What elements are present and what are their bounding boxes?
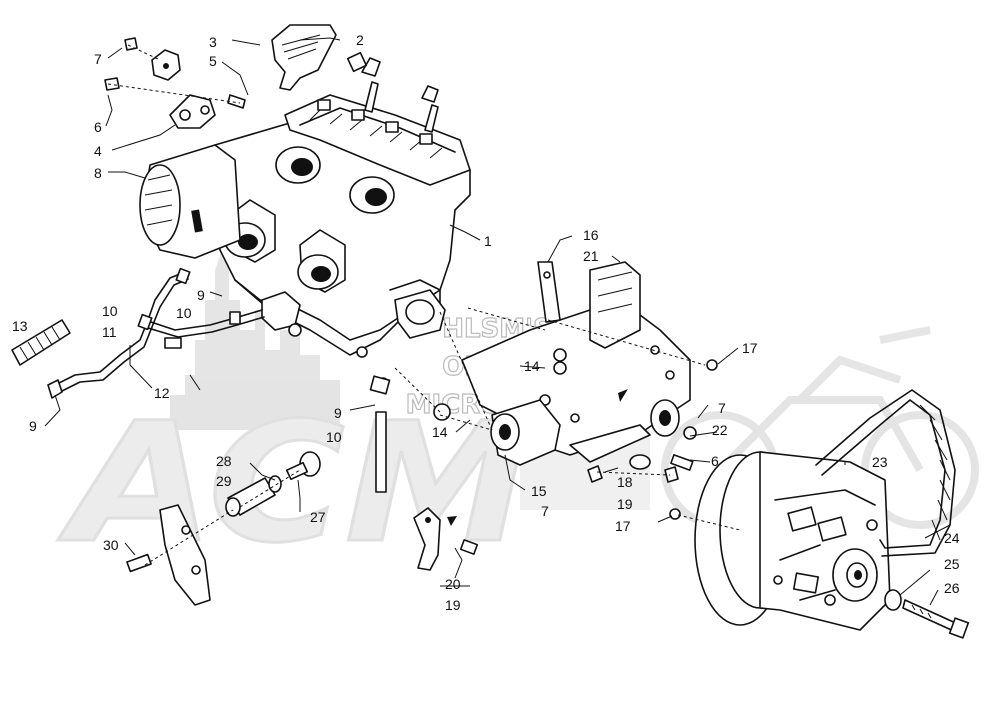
- callout-9-top: 9: [197, 287, 205, 303]
- clutch-washer-25: [884, 589, 902, 611]
- callout-27: 27: [310, 509, 326, 525]
- callout-20: 20: [445, 576, 461, 592]
- leader-lines: [44, 37, 951, 606]
- callout-16: 16: [583, 227, 599, 243]
- callout-9-center: 9: [334, 405, 342, 421]
- mount-plate-30: [126, 504, 211, 606]
- callout-22: 22: [712, 422, 728, 438]
- callout-26: 26: [944, 580, 960, 596]
- bearing-flange-15: [490, 399, 561, 466]
- callouts: 1 2 3 4 5 6 6 7 7 7 8 9 9 9 10 10 10 11 …: [12, 32, 960, 613]
- callout-10-mid: 10: [176, 305, 192, 321]
- callout-6-top: 6: [94, 119, 102, 135]
- callout-2: 2: [356, 32, 364, 48]
- mount-stud-10: [369, 375, 391, 493]
- callout-9-left: 9: [29, 418, 37, 434]
- callout-4: 4: [94, 143, 102, 159]
- callout-29: 29: [216, 473, 232, 489]
- drive-clutch-23: [694, 451, 891, 631]
- callout-5: 5: [209, 53, 217, 69]
- callout-19-bottom: 19: [445, 597, 461, 613]
- bearing-flange-22: [650, 399, 680, 437]
- callout-17-bottom: 17: [615, 518, 631, 534]
- mount-arm-18: [569, 424, 694, 471]
- callout-28: 28: [216, 453, 232, 469]
- callout-7-right: 7: [718, 400, 726, 416]
- starter-pulley-7: [151, 49, 181, 81]
- clutch-weights: [773, 506, 878, 606]
- exhaust-ports: [275, 146, 395, 214]
- callout-14-upper: 14: [524, 358, 540, 374]
- callout-25: 25: [944, 556, 960, 572]
- callout-10-center: 10: [326, 429, 342, 445]
- callout-8: 8: [94, 165, 102, 181]
- callout-19-right: 19: [617, 496, 633, 512]
- starter-handle: [271, 24, 337, 91]
- mount-bracket-21: [589, 261, 641, 349]
- callout-7-top: 7: [94, 51, 102, 67]
- washer-28: [268, 475, 282, 493]
- callout-1: 1: [484, 233, 492, 249]
- bolt-27: [285, 451, 321, 481]
- mounting-bracket-4: [169, 94, 216, 129]
- callout-21: 21: [583, 248, 599, 264]
- clip-20: [413, 507, 479, 571]
- callout-17-right: 17: [742, 340, 758, 356]
- callout-18: 18: [617, 474, 633, 490]
- callout-10-left: 10: [102, 303, 118, 319]
- small-nuts: [433, 359, 718, 520]
- clutch-bolt-26: [902, 599, 970, 639]
- drive-belt-24: [815, 389, 956, 557]
- intake-ports: [224, 199, 346, 293]
- callout-11: 11: [102, 324, 117, 340]
- callout-6-right: 6: [711, 453, 719, 469]
- fuel-filter-13: [11, 319, 71, 366]
- recoil-starter: [139, 144, 241, 259]
- spacer-29: [225, 477, 276, 517]
- cylinder-head-ribs: [309, 99, 443, 159]
- spark-plug-2: [346, 51, 439, 133]
- bolts-top: [104, 37, 246, 109]
- callout-23: 23: [872, 454, 888, 470]
- watermark-skyline: [170, 250, 340, 430]
- callout-14-lower: 14: [432, 424, 448, 440]
- engine-block: [214, 51, 471, 389]
- callout-12: 12: [154, 385, 170, 401]
- callout-13: 13: [12, 318, 28, 334]
- callout-30: 30: [103, 537, 119, 553]
- callout-15: 15: [531, 483, 547, 499]
- watermark-brand: ACM: [58, 387, 530, 579]
- callout-7-bottom: 7: [541, 503, 549, 519]
- callout-3: 3: [209, 34, 217, 50]
- callout-24: 24: [944, 530, 960, 546]
- fuel-lines: [47, 267, 265, 399]
- mount-strip-16: [537, 261, 561, 323]
